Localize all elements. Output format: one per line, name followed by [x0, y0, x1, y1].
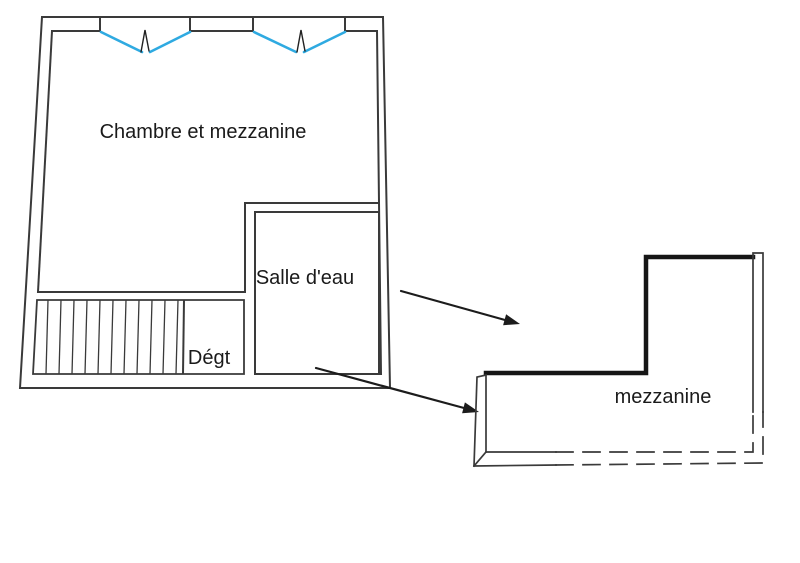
arrow-lower-head-icon	[462, 402, 479, 414]
mezzanine-thick-edge	[483, 254, 756, 376]
window-swing-left-icon	[140, 29, 150, 53]
stair-tread	[136, 299, 140, 375]
mezzanine-parapet-bottom-dashed	[555, 411, 764, 466]
room-label-mezzanine: mezzanine	[615, 386, 712, 408]
stair-tread	[149, 299, 153, 375]
window-swing-right-icon	[296, 29, 306, 53]
left-wall-inner	[36, 29, 54, 294]
room-labels: Chambre et mezzanine Salle d'eau Dégt me…	[100, 121, 712, 408]
mezzanine-parapet-right	[752, 252, 764, 413]
mezzanine-parapet	[472, 252, 764, 468]
window-swing-marks	[140, 29, 306, 53]
stair-tread	[175, 299, 179, 375]
stair-tread	[58, 299, 62, 375]
stairs	[45, 299, 185, 375]
room-label-salle-deau: Salle d'eau	[256, 267, 354, 289]
room-label-chambre: Chambre et mezzanine	[100, 121, 307, 143]
stair-tread	[182, 299, 185, 375]
degagement-room-wall	[32, 299, 245, 375]
mezzanine-back-edge	[483, 254, 756, 376]
stair-tread	[110, 299, 114, 375]
window-jambs	[99, 16, 346, 32]
stair-tread	[123, 299, 127, 375]
stair-tread	[84, 299, 88, 375]
stair-tread	[97, 299, 101, 375]
room-label-degagement: Dégt	[188, 347, 231, 369]
salle-deau-room-wall	[254, 211, 380, 375]
stair-tread	[45, 299, 49, 375]
building-walls	[18, 16, 392, 389]
stair-tread	[162, 299, 166, 375]
arrow-upper-head-icon	[503, 314, 520, 326]
roof-windows	[99, 30, 347, 54]
arrow-lower-line	[314, 366, 466, 410]
roof-window-right-icon	[252, 30, 347, 54]
annotation-arrows	[314, 289, 520, 414]
mezzanine-parapet-left	[472, 373, 488, 468]
arrow-upper-line	[399, 289, 507, 322]
roof-window-left-icon	[99, 30, 192, 54]
stair-tread	[71, 299, 75, 375]
chambre-bottom-wall	[37, 202, 379, 293]
mezzanine-parapet-bottom-solid	[473, 451, 557, 467]
